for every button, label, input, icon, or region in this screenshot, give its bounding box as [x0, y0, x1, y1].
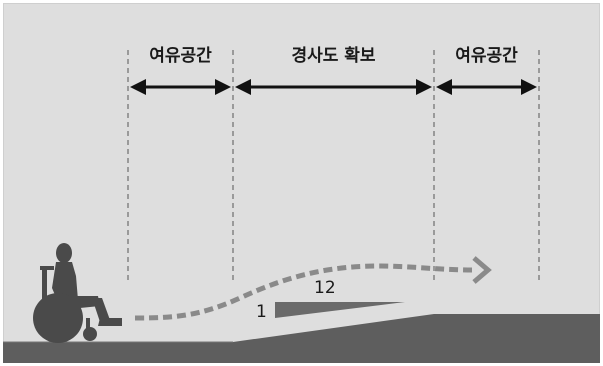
zone-label-slope: 경사도 확보 — [291, 46, 376, 66]
slope-run-label: 12 — [314, 278, 336, 298]
arrow-buffer-right — [436, 79, 537, 95]
arrow-buffer-left — [130, 79, 231, 95]
zone-label-buffer-right: 여유공간 — [455, 46, 518, 66]
wheelchair-user-icon — [33, 243, 122, 343]
slope-rise-label: 1 — [256, 302, 267, 322]
movement-path — [134, 263, 473, 321]
slope-ratio-triangle — [275, 302, 405, 318]
zone-label-buffer-left: 여유공간 — [149, 46, 212, 66]
arrow-slope-section — [235, 79, 432, 95]
ground-ramp — [3, 314, 600, 363]
movement-arrowhead — [472, 256, 492, 284]
